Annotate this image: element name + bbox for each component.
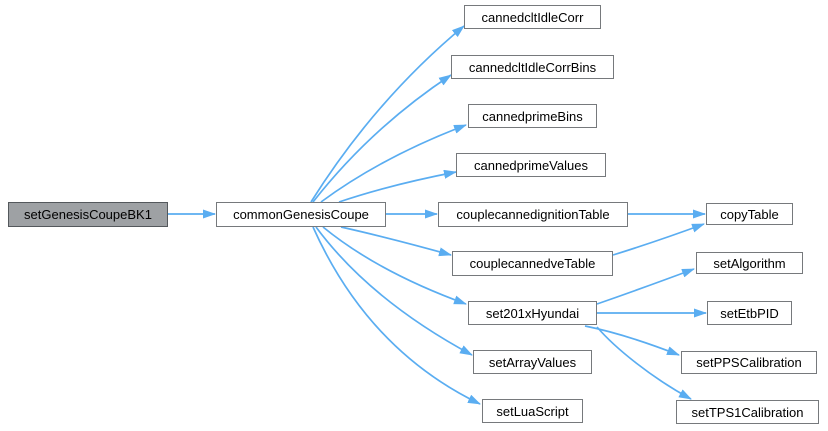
node-commongenesiscoupe[interactable]: commonGenesisCoupe bbox=[216, 202, 386, 227]
node-settps1calibration[interactable]: setTPS1Calibration bbox=[676, 400, 819, 424]
node-setarrayvalues[interactable]: setArrayValues bbox=[473, 350, 592, 374]
edge-commongenesiscoupe-to-cannedcltidlecorr bbox=[310, 25, 465, 203]
edge-set201xhyundai-to-setppscalibration bbox=[584, 325, 680, 356]
node-set201xhyundai[interactable]: set201xHyundai bbox=[468, 301, 597, 325]
node-cannedcltidlecorrbins[interactable]: cannedcltIdleCorrBins bbox=[451, 55, 614, 79]
node-setluascript[interactable]: setLuaScript bbox=[482, 399, 583, 423]
node-setgenesiscoupebk1: setGenesisCoupeBK1 bbox=[8, 202, 168, 227]
node-cannedcltidlecorr[interactable]: cannedcltIdleCorr bbox=[464, 5, 601, 29]
node-couplecannedignitiontable[interactable]: couplecannedignitionTable bbox=[438, 202, 628, 227]
node-copytable[interactable]: copyTable bbox=[706, 203, 793, 225]
edge-commongenesiscoupe-to-set201xhyundai bbox=[322, 226, 467, 305]
node-setalgorithm[interactable]: setAlgorithm bbox=[696, 252, 803, 274]
edge-set201xhyundai-to-settps1calibration bbox=[596, 326, 692, 400]
node-setppscalibration[interactable]: setPPSCalibration bbox=[681, 351, 817, 374]
edge-commongenesiscoupe-to-cannedcltidlecorrbins bbox=[312, 74, 452, 203]
node-cannedprimevalues[interactable]: cannedprimeValues bbox=[456, 153, 606, 177]
edge-commongenesiscoupe-to-couplecannedvetable bbox=[340, 226, 452, 257]
node-couplecannedvetable[interactable]: couplecannedveTable bbox=[452, 251, 613, 276]
node-cannedprimebins[interactable]: cannedprimeBins bbox=[468, 104, 597, 128]
edge-couplecannedvetable-to-copytable bbox=[612, 223, 705, 256]
node-setetbpid[interactable]: setEtbPID bbox=[707, 301, 792, 325]
edge-commongenesiscoupe-to-setarrayvalues bbox=[315, 226, 473, 356]
edge-commongenesiscoupe-to-cannedprimebins bbox=[320, 124, 467, 203]
edge-commongenesiscoupe-to-cannedprimevalues bbox=[338, 169, 457, 203]
